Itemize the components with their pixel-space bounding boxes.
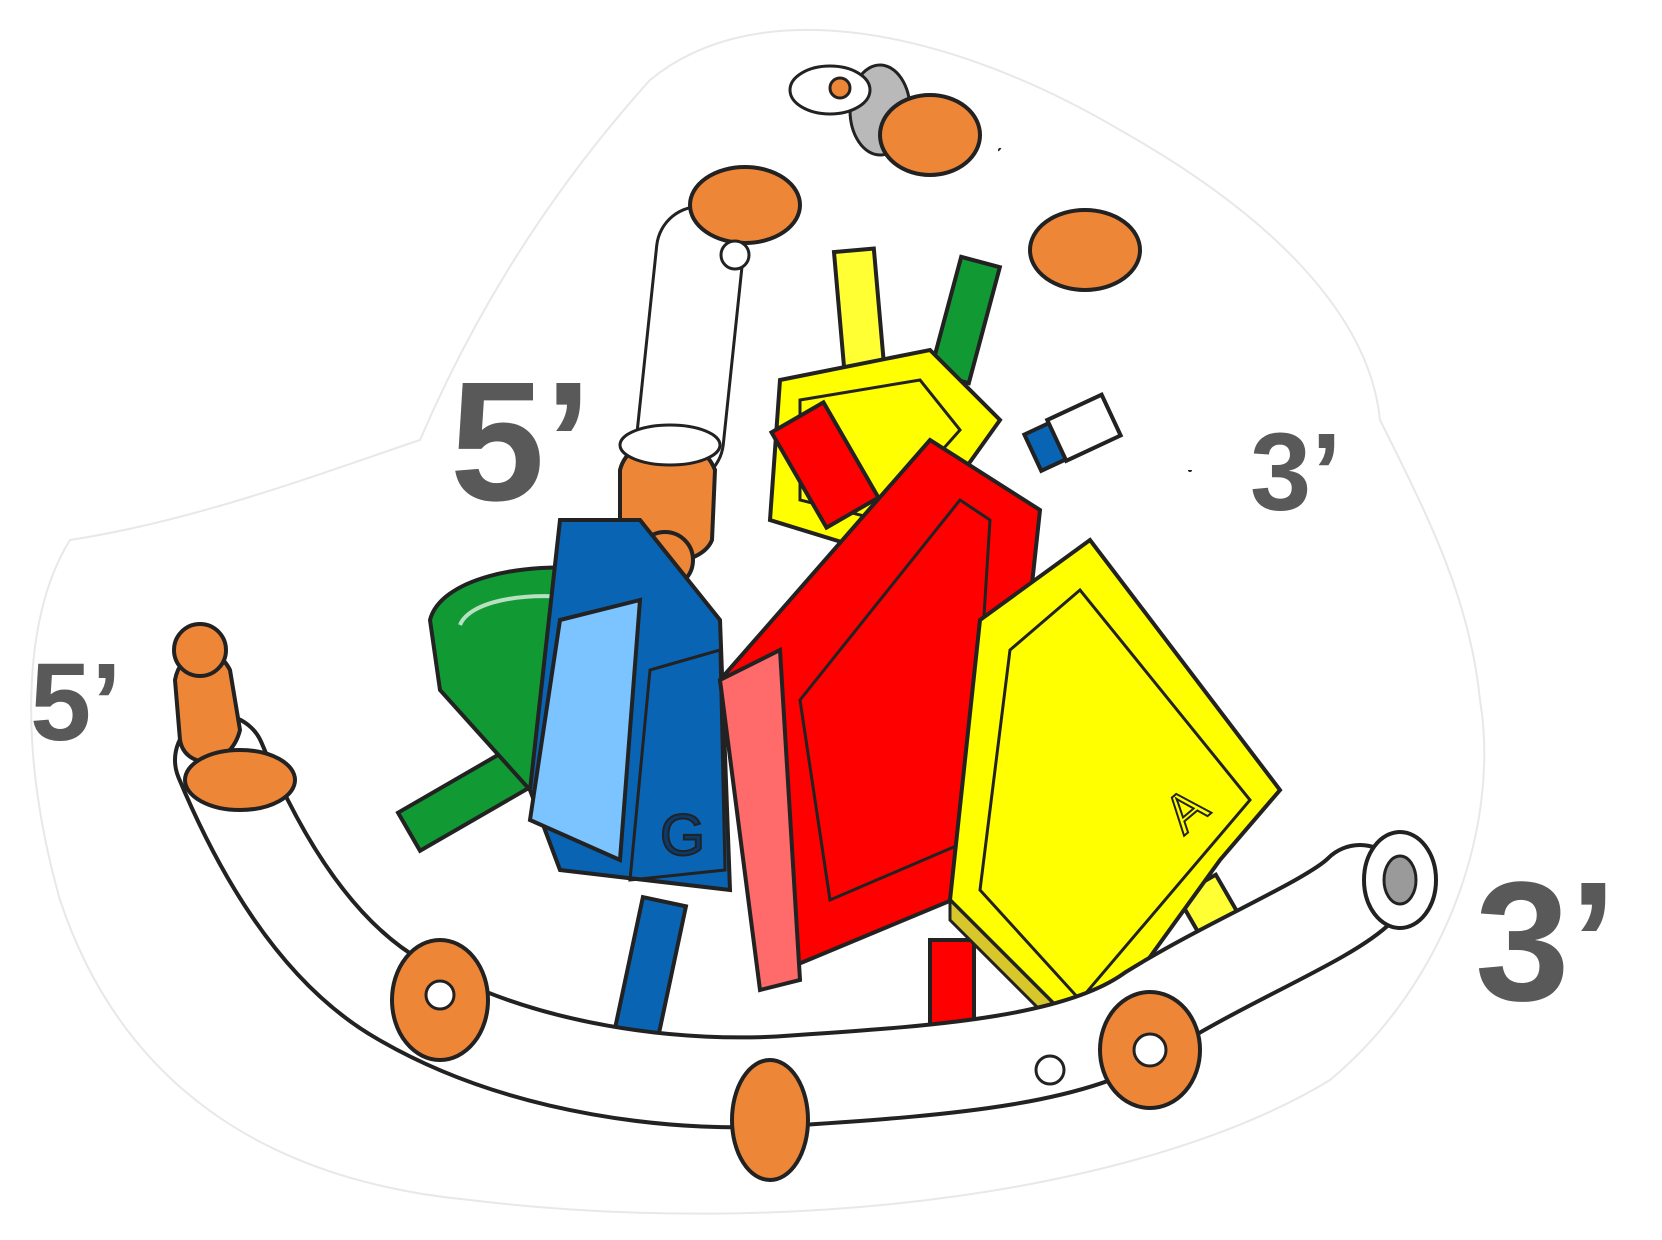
joint: [1030, 210, 1140, 290]
joint: [732, 1060, 808, 1180]
joint: [185, 750, 295, 810]
base-letter-g: G: [660, 803, 705, 868]
label-top-5-prime: 5’: [450, 347, 592, 537]
joint: [690, 167, 800, 243]
label-left-5-prime: 5’: [30, 641, 122, 764]
label-top-3-prime: 3’: [1250, 411, 1342, 534]
label-right-3-prime: 3’: [1475, 847, 1617, 1037]
joint: [880, 95, 980, 175]
